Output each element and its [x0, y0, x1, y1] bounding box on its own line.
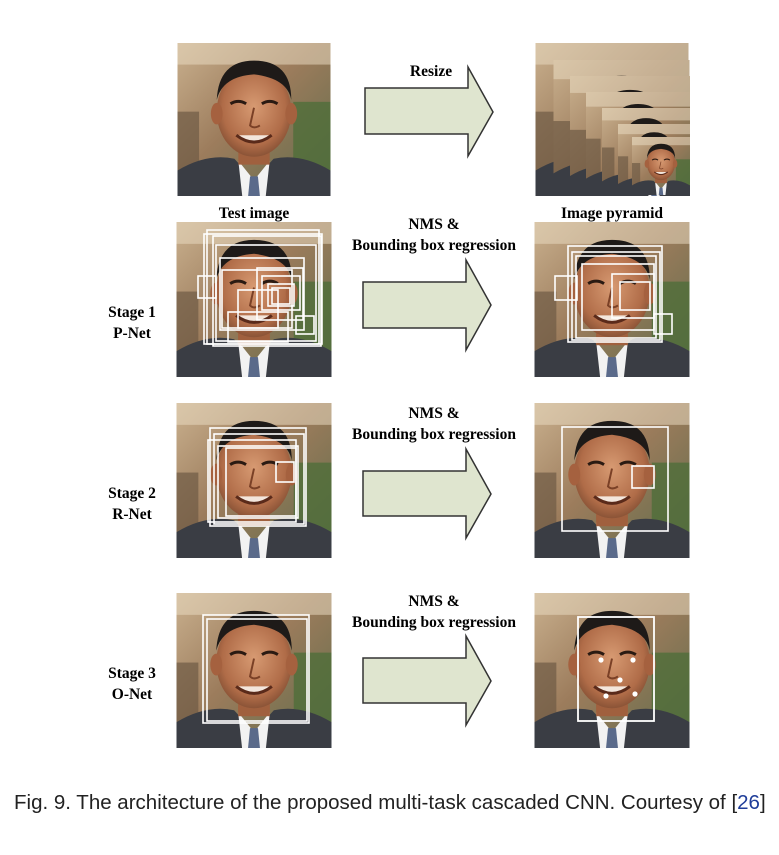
resize-label: Resize — [410, 63, 452, 80]
stage-2-output-image — [534, 403, 690, 558]
stage-3-label-line2: O-Net — [112, 686, 153, 703]
caption-text: Fig. 9. The architecture of the proposed… — [14, 791, 738, 814]
landmark-right-eye — [630, 657, 636, 663]
stage-1-nms-label-line2: Bounding box regression — [352, 237, 516, 254]
stage-2-candidate-boxes — [207, 427, 307, 527]
stage-3-arrow — [362, 633, 492, 728]
test-image — [176, 43, 332, 196]
stage-2-label-line2: R-Net — [112, 506, 152, 523]
stage-3-input-image — [176, 593, 332, 748]
landmark-mouth-right — [632, 691, 638, 697]
stage-2-label-line1: Stage 2 — [108, 485, 156, 502]
stage-3-final-box — [577, 616, 655, 722]
stage-1-candidate-boxes — [197, 229, 323, 347]
stage-3-label-line1: Stage 3 — [108, 665, 156, 682]
stage-2-refined-boxes — [561, 426, 669, 532]
test-image-label: Test image — [219, 205, 290, 222]
resize-arrow — [364, 64, 494, 159]
stage-2-arrow — [362, 446, 492, 541]
stage-2-nms-label-line1: NMS & — [408, 405, 459, 422]
stage-1-output-image — [534, 222, 690, 377]
stage-1-nms-label-line1: NMS & — [408, 216, 459, 233]
stage-3-candidate-boxes — [202, 614, 310, 724]
stage-3-nms-label-line1: NMS & — [408, 593, 459, 610]
facial-landmarks — [598, 657, 638, 699]
stage-1-label-line2: P-Net — [113, 325, 152, 342]
stage-2-nms-label-line2: Bounding box regression — [352, 426, 516, 443]
stage-1-refined-boxes — [554, 245, 673, 343]
mtcnn-architecture-figure: Test image Resize Image pyramid Stage 1 … — [108, 43, 690, 748]
image-pyramid-label: Image pyramid — [561, 205, 663, 222]
stage-1-arrow — [362, 257, 492, 353]
stage-3-nms-label-line2: Bounding box regression — [352, 614, 516, 631]
stage-1-input-image — [176, 222, 332, 377]
landmark-nose — [617, 677, 623, 683]
landmark-mouth-left — [603, 693, 609, 699]
image-pyramid — [534, 43, 690, 196]
stage-2-input-image — [176, 403, 332, 558]
citation-link[interactable]: 26 — [737, 791, 760, 814]
figure-caption: Fig. 9. The architecture of the proposed… — [14, 790, 774, 815]
stage-3-output-image — [534, 593, 690, 748]
landmark-left-eye — [598, 657, 604, 663]
caption-close: ] — [759, 791, 766, 814]
stage-1-label-line1: Stage 1 — [108, 304, 156, 321]
